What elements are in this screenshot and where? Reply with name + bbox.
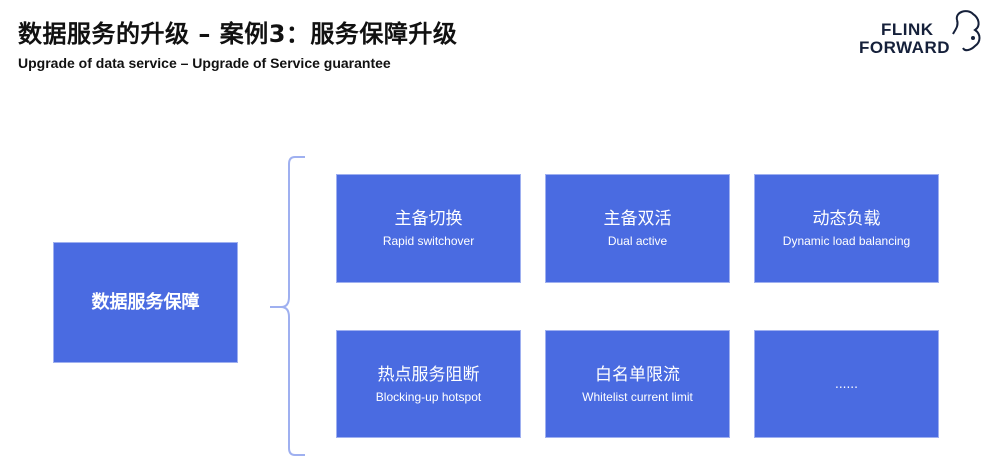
flink-forward-logo: FLINK FORWARD <box>856 8 986 60</box>
item-title: 主备切换 <box>394 209 463 229</box>
item-dynamic-load-balancing: 动态负载 Dynamic load balancing <box>755 175 938 282</box>
item-subtitle: Rapid switchover <box>382 234 475 248</box>
item-title: 动态负载 <box>812 209 881 229</box>
item-title: 热点服务阻断 <box>377 364 480 385</box>
item-blocking-up-hotspot: 热点服务阻断 Blocking-up hotspot <box>337 331 520 437</box>
service-guarantee-node: 数据服务保障 <box>54 243 237 362</box>
item-title: 白名单限流 <box>595 364 680 385</box>
node-label: 数据服务保障 <box>91 291 200 313</box>
item-subtitle: Dynamic load balancing <box>782 234 911 248</box>
item-subtitle: Whitelist current limit <box>582 389 693 404</box>
item-ellipsis: ...... <box>835 377 858 391</box>
item-subtitle: Dual active <box>607 234 668 248</box>
page-subtitle: Upgrade of data service – Upgrade of Ser… <box>18 55 391 71</box>
item-dual-active: 主备双活 Dual active <box>546 175 729 282</box>
item-whitelist-current-limit: 白名单限流 Whitelist current limit <box>546 331 729 437</box>
item-subtitle: Blocking-up hotspot <box>375 389 482 404</box>
item-title: 主备双活 <box>603 209 672 229</box>
curly-bracket <box>270 156 305 456</box>
item-rapid-switchover: 主备切换 Rapid switchover <box>337 175 520 282</box>
logo-line-2: FORWARD <box>859 38 951 57</box>
page-title: 数据服务的升级 – 案例3：服务保障升级 <box>18 20 458 48</box>
squirrel-icon <box>952 10 981 52</box>
logo-line-1: FLINK <box>881 20 934 39</box>
item-more: ...... <box>755 331 938 437</box>
